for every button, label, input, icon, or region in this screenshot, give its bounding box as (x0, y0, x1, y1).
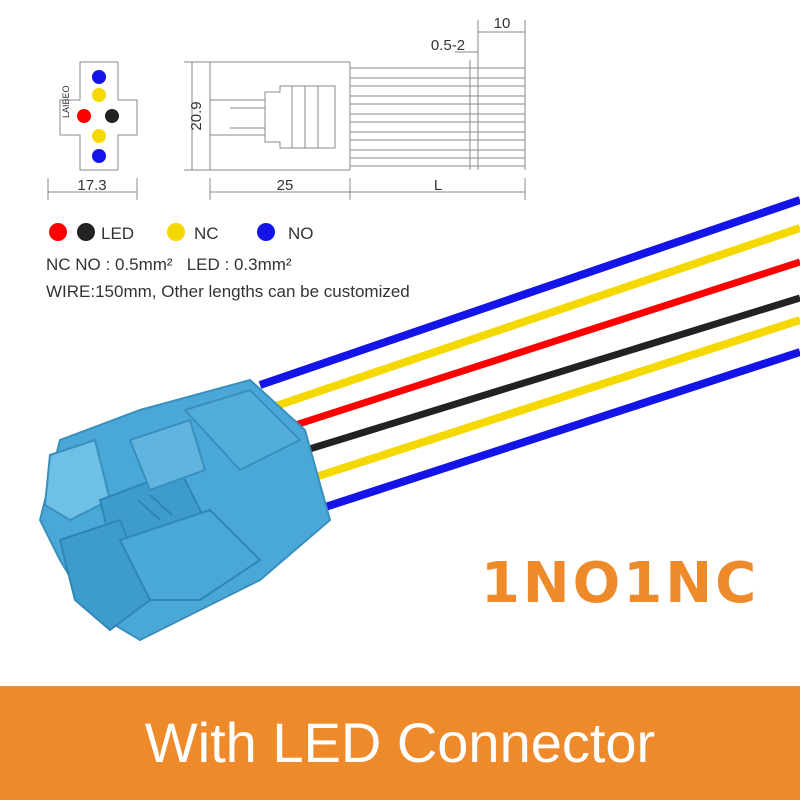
wire-red (278, 258, 800, 434)
pin-nc-top (92, 88, 106, 102)
front-view-drawing (47, 61, 138, 200)
dim-width: 17.3 (77, 177, 106, 194)
legend-nc-label: NC (194, 224, 219, 243)
dim-tip: 10 (494, 15, 511, 32)
dim-height: 20.9 (188, 101, 205, 130)
pin-no-bottom (92, 149, 106, 163)
legend-black-dot (77, 223, 95, 241)
legend-yellow-dot (167, 223, 185, 241)
wire-length-spec: WIRE:150mm, Other lengths can be customi… (46, 282, 410, 301)
contact-type-label: 1NO1NC (481, 551, 759, 616)
banner-title: With LED Connector (144, 711, 656, 774)
wire-yellow-bottom (298, 316, 800, 486)
front-view-pins (77, 70, 119, 163)
dim-length: L (434, 177, 442, 194)
legend-blue-dot (257, 223, 275, 241)
wire-bundle (258, 196, 800, 516)
legend-red-dot (49, 223, 67, 241)
wire-gauge-spec: NC NO : 0.5mm² LED : 0.3mm² (46, 255, 292, 274)
pin-nc-bottom (92, 129, 106, 143)
wire-blue-bottom (308, 348, 800, 516)
wire-black (288, 294, 800, 459)
legend-no-label: NO (288, 224, 314, 243)
legend-led-label: LED (101, 224, 134, 243)
pin-no-top (92, 70, 106, 84)
bottom-banner (0, 686, 800, 800)
pin-led-black (105, 109, 119, 123)
engraving-text: LAIBEO (61, 85, 71, 118)
pin-led-red (77, 109, 91, 123)
wire-yellow-top (268, 224, 800, 412)
side-view-drawing (184, 20, 526, 200)
connector-housing (38, 378, 332, 642)
dim-strip: 0.5-2 (431, 37, 465, 54)
wire-blue-top (258, 196, 800, 389)
color-legend: LED NC NO (49, 223, 314, 243)
dim-body: 25 (277, 177, 294, 194)
